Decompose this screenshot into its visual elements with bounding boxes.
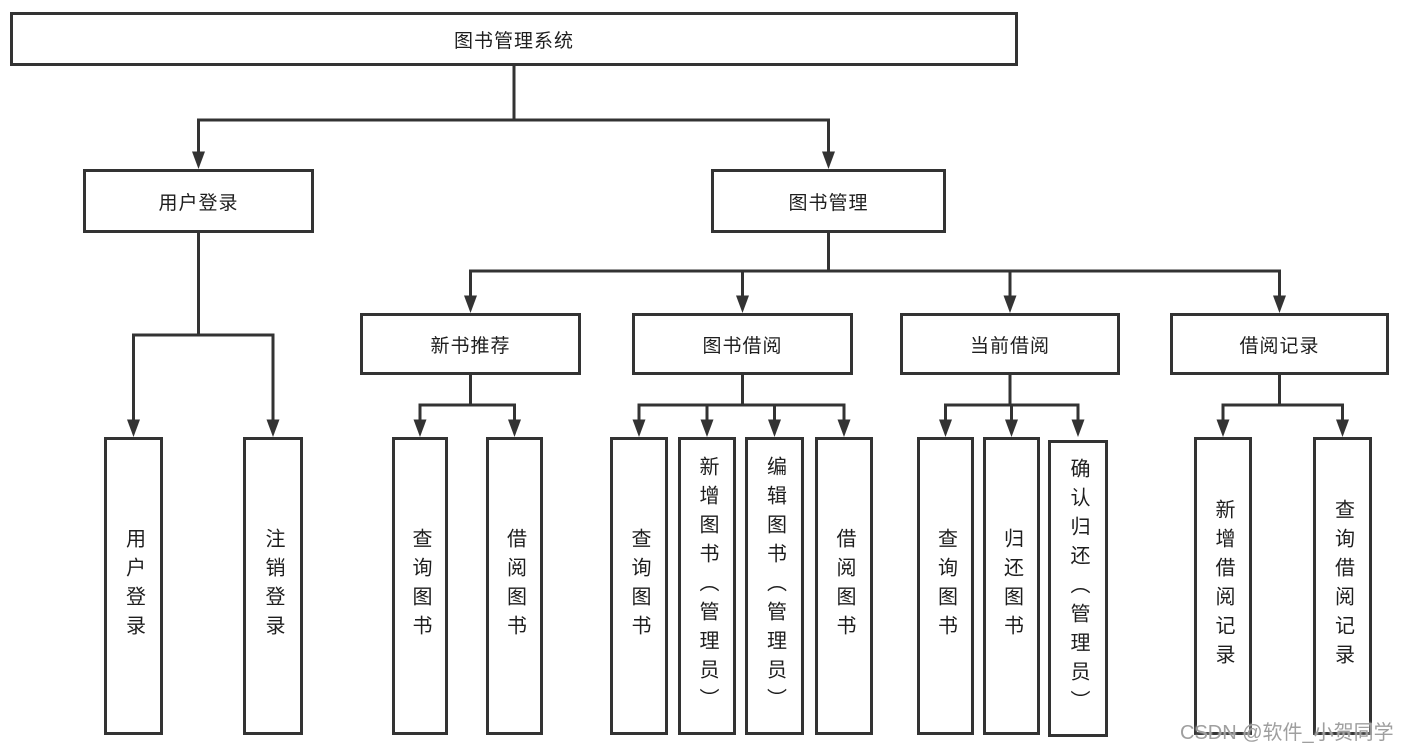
node-book-management: 图书管理 <box>711 169 946 233</box>
leaf-query-books-1: 查询图书 <box>392 437 448 735</box>
leaf-borrow-books-1: 借阅图书 <box>486 437 543 735</box>
node-user-login: 用户登录 <box>83 169 314 233</box>
leaf-borrow-books-2: 借阅图书 <box>815 437 873 735</box>
leaf-add-books-admin: 新增图书（管理员） <box>678 437 736 735</box>
leaf-logout-login: 注销登录 <box>243 437 303 735</box>
leaf-edit-books-admin: 编辑图书（管理员） <box>745 437 804 735</box>
arrowheads <box>127 151 1349 437</box>
node-new-book-recommend: 新书推荐 <box>360 313 581 375</box>
csdn-watermark: CSDN @软件_小贺同学 <box>1180 722 1394 744</box>
leaf-user-login: 用户登录 <box>104 437 163 735</box>
node-book-borrowing: 图书借阅 <box>632 313 853 375</box>
leaf-add-borrow-record: 新增借阅记录 <box>1194 437 1252 735</box>
node-book-management-system: 图书管理系统 <box>10 12 1018 66</box>
connector-path <box>132 66 1344 421</box>
leaf-query-books-2: 查询图书 <box>610 437 668 735</box>
leaf-return-books: 归还图书 <box>983 437 1040 735</box>
leaf-confirm-return-admin: 确认归还（管理员） <box>1048 440 1108 737</box>
node-current-borrowing: 当前借阅 <box>900 313 1120 375</box>
leaf-query-books-3: 查询图书 <box>917 437 974 735</box>
node-borrowing-records: 借阅记录 <box>1170 313 1389 375</box>
leaf-query-borrow-record: 查询借阅记录 <box>1313 437 1372 735</box>
